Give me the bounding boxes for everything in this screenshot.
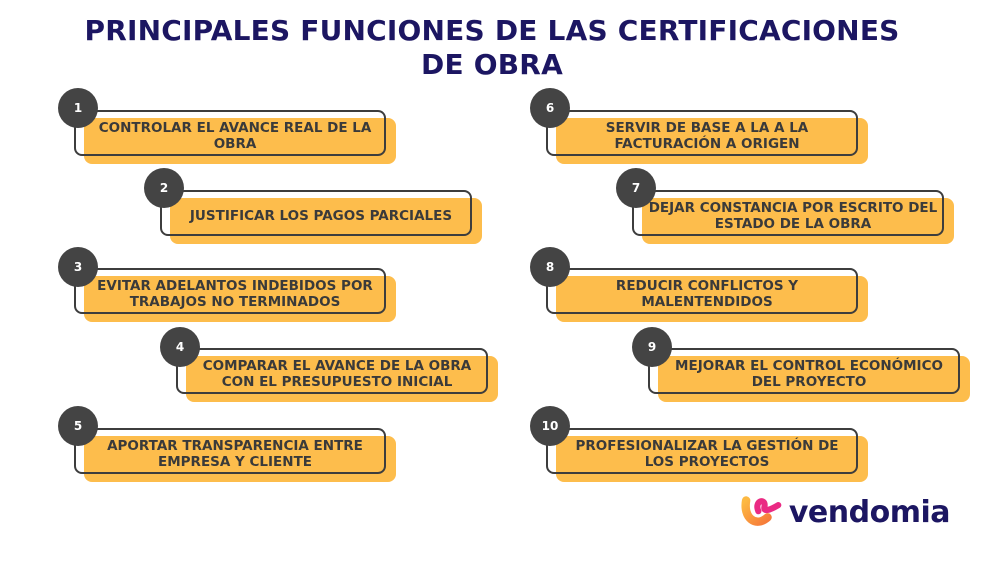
function-item-6: SERVIR DE BASE A LA A LA FACTURACIÓN A O… (546, 110, 868, 164)
function-item-8: REDUCIR CONFLICTOS Y MALENTENDIDOS (546, 268, 868, 322)
item-frame (160, 190, 472, 236)
item-frame (546, 428, 858, 474)
item-highlight (658, 356, 970, 402)
title-line-2: DE OBRA (421, 48, 563, 81)
item-frame (74, 428, 386, 474)
vendomia-logo-icon (741, 496, 782, 526)
function-item-1: CONTROLAR EL AVANCE REAL DE LA OBRA (74, 110, 396, 164)
function-item-2: JUSTIFICAR LOS PAGOS PARCIALES (160, 190, 482, 244)
item-label: PROFESIONALIZAR LA GESTIÓN DE LOS PROYEC… (575, 438, 839, 470)
item-label: CONTROLAR EL AVANCE REAL DE LA OBRA (98, 120, 372, 152)
item-label: SERVIR DE BASE A LA A LA FACTURACIÓN A O… (605, 120, 809, 152)
item-highlight (170, 198, 482, 244)
number-badge-3: 3 (58, 247, 98, 287)
item-highlight (84, 118, 396, 164)
item-label: JUSTIFICAR LOS PAGOS PARCIALES (189, 208, 453, 224)
number-badge-1: 1 (58, 88, 98, 128)
title-line-1: PRINCIPALES FUNCIONES DE LAS CERTIFICACI… (84, 14, 900, 47)
number-badge-6: 6 (530, 88, 570, 128)
function-item-9: MEJORAR EL CONTROL ECONÓMICO DEL PROYECT… (648, 348, 970, 402)
item-label: COMPARAR EL AVANCE DE LA OBRA CON EL PRE… (202, 358, 472, 390)
item-highlight (84, 276, 396, 322)
function-item-5: APORTAR TRANSPARENCIA ENTRE EMPRESA Y CL… (74, 428, 396, 482)
item-highlight (556, 118, 868, 164)
vendomia-logo: vendomia (740, 487, 951, 537)
brand-name: vendomia (788, 494, 951, 530)
item-highlight (84, 436, 396, 482)
number-badge-10: 10 (530, 406, 570, 446)
function-item-4: COMPARAR EL AVANCE DE LA OBRA CON EL PRE… (176, 348, 498, 402)
item-frame (546, 110, 858, 156)
number-badge-8: 8 (530, 247, 570, 287)
item-label: REDUCIR CONFLICTOS Y MALENTENDIDOS (615, 278, 799, 310)
item-frame (648, 348, 960, 394)
function-item-3: EVITAR ADELANTOS INDEBIDOS POR TRABAJOS … (74, 268, 396, 322)
page-title: PRINCIPALES FUNCIONES DE LAS CERTIFICACI… (0, 14, 984, 82)
item-highlight (556, 436, 868, 482)
number-badge-9: 9 (632, 327, 672, 367)
number-badge-2: 2 (144, 168, 184, 208)
item-label: MEJORAR EL CONTROL ECONÓMICO DEL PROYECT… (675, 358, 943, 390)
number-badge-5: 5 (58, 406, 98, 446)
number-badge-7: 7 (616, 168, 656, 208)
item-label: EVITAR ADELANTOS INDEBIDOS POR TRABAJOS … (97, 278, 373, 310)
item-highlight (186, 356, 498, 402)
function-item-10: PROFESIONALIZAR LA GESTIÓN DE LOS PROYEC… (546, 428, 868, 482)
number-badge-4: 4 (160, 327, 200, 367)
item-label: APORTAR TRANSPARENCIA ENTRE EMPRESA Y CL… (107, 438, 363, 470)
item-highlight (642, 198, 954, 244)
item-frame (546, 268, 858, 314)
item-label: DEJAR CONSTANCIA POR ESCRITO DEL ESTADO … (648, 200, 938, 232)
item-highlight (556, 276, 868, 322)
item-frame (176, 348, 488, 394)
function-item-7: DEJAR CONSTANCIA POR ESCRITO DEL ESTADO … (632, 190, 954, 244)
item-frame (74, 110, 386, 156)
item-frame (74, 268, 386, 314)
item-frame (632, 190, 944, 236)
